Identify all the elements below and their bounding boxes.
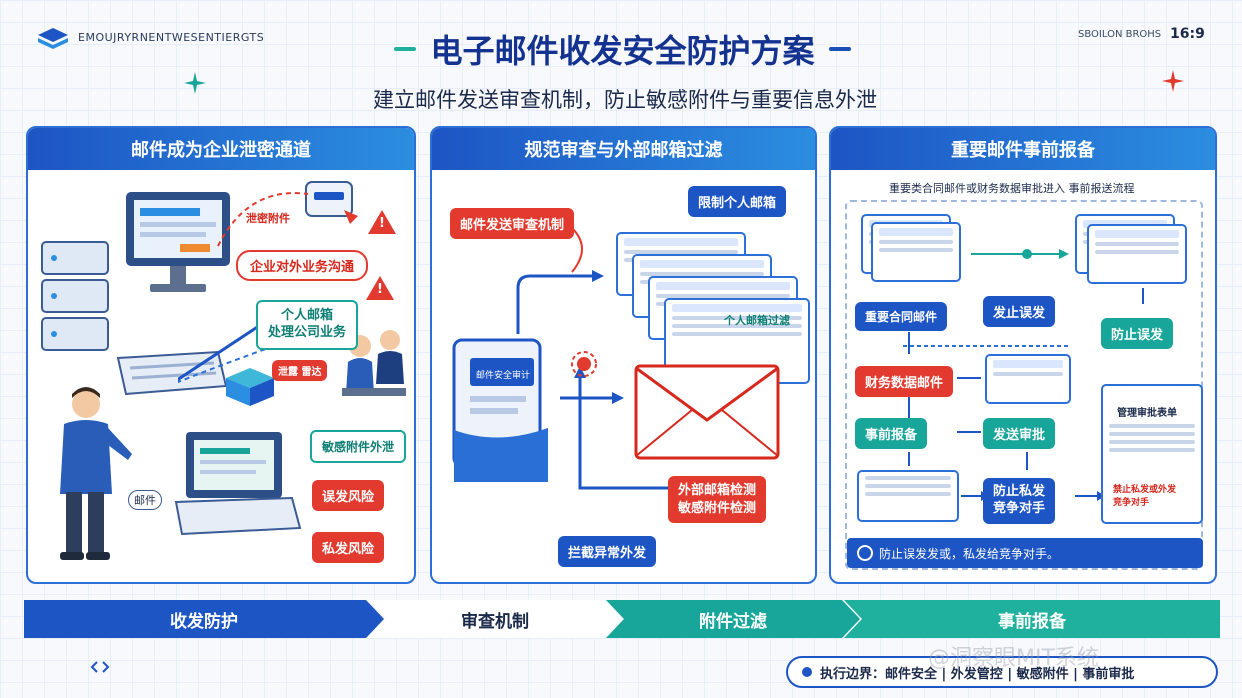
people-working-icon xyxy=(342,330,406,396)
review-mechanism-tag: 邮件发送审查机制 xyxy=(450,208,575,239)
title-row: 电子邮件收发安全防护方案 xyxy=(350,28,895,70)
intercept-tag: 拦截异常外发 xyxy=(558,536,657,567)
flow-step-4: 事前报备 xyxy=(844,600,1220,638)
warning-icon: ! xyxy=(368,210,396,234)
form-title: 管理审批表单 xyxy=(1117,408,1177,419)
flow-step-3: 附件过滤 xyxy=(606,600,860,638)
boundary-text: 执行边界：邮件安全 | 外发管控 | 敏感附件 | 事前审批 xyxy=(820,666,1135,682)
sparkle-icon xyxy=(184,72,206,94)
mail-doc-4 xyxy=(1087,224,1187,284)
limit-personal-tag: 限制个人邮箱 xyxy=(688,186,787,217)
watermark: @洞察眼MIT系统 xyxy=(928,646,1099,671)
code-bracket-icon xyxy=(90,661,110,673)
doc-label: 邮件安全审计 xyxy=(476,371,531,381)
sparkle-red-icon xyxy=(1162,70,1184,92)
panel3-note: 防止误发发或，私发给竞争对手。 xyxy=(847,538,1203,568)
leak-attachment-icon xyxy=(305,181,358,224)
panel3-title: 重要邮件事前报备 xyxy=(831,128,1215,170)
panel3-desc: 重要类合同邮件或财务数据审批进入 事前报送流程 xyxy=(889,182,1135,195)
approval-form: 管理审批表单 禁止私发或外发 竞争对手 xyxy=(1101,384,1203,524)
process-flow: 收发防护 审查机制 附件过滤 事前报备 xyxy=(24,600,1220,638)
execution-boundary: 执行边界：邮件安全 | 外发管控 | 敏感附件 | 事前审批 xyxy=(786,656,1218,688)
external-detect-tag: 外部邮箱检测 敏感附件检测 xyxy=(668,476,767,524)
leak-attachment-label: 泄密附件 xyxy=(246,212,290,225)
title-dash-left xyxy=(394,47,417,51)
personal-mailbox-label: 个人邮箱 处理公司业务 xyxy=(256,300,359,350)
finance-data-tag: 财务数据邮件 xyxy=(855,366,954,397)
package-icon xyxy=(226,368,274,406)
private-send-risk-tag: 私发风险 xyxy=(312,532,385,563)
sensitive-leak-tag: 敏感附件外泄 xyxy=(310,430,407,463)
panel-review-filter: 规范审查与外部邮箱过滤 邮件发送审查机制 限制个人邮箱 个人邮箱过滤 邮件安全审… xyxy=(430,126,817,584)
pre-report-tag: 事前报备 xyxy=(855,418,928,449)
p3-connectors xyxy=(903,249,1144,501)
laptop-mail-label: 邮件 xyxy=(128,490,162,510)
laptop-icon xyxy=(174,432,302,536)
person-standing-icon xyxy=(60,387,132,560)
unsafe-tag: 泄露 雷达 xyxy=(272,360,328,381)
aspect-ratio-label: 16:9 xyxy=(1170,26,1205,42)
brand-name: EMOUJRYRNENTWESENTIERGTS xyxy=(78,31,265,44)
mail-doc-2 xyxy=(871,222,961,282)
flow-arrows xyxy=(516,227,668,490)
flow-step-2: 审查机制 xyxy=(368,600,622,638)
prevent-mis-tag: 发止误发 xyxy=(983,296,1056,327)
approval-card xyxy=(985,354,1071,404)
header-right-text: SBOILON BROHS xyxy=(1078,29,1162,40)
record-card xyxy=(857,470,959,522)
info-icon xyxy=(857,545,873,561)
monitor-icon xyxy=(126,192,230,292)
brand-logo-icon xyxy=(38,28,68,49)
page-subtitle: 建立邮件发送审查机制，防止敏感附件与重要信息外泄 xyxy=(373,88,877,112)
external-comm-label: 企业对外业务沟通 xyxy=(236,250,369,281)
mis-send-risk-tag: 误发风险 xyxy=(312,480,385,511)
panel-leak-channel: 邮件成为企业泄密通道 邮件 xyxy=(26,126,416,584)
prevent-private-tag: 防止私发 竞争对手 xyxy=(983,478,1056,524)
important-contract-tag: 重要合同邮件 xyxy=(855,302,948,331)
boundary-dot-icon xyxy=(802,667,812,677)
flow-step-1: 收发防护 xyxy=(24,600,384,638)
alert-gear-icon xyxy=(571,351,597,377)
panel-pre-report: 重要邮件事前报备 重要类合同邮件或财务数据审批进入 事前报送流程 重要合同邮件 … xyxy=(829,126,1217,584)
panel1-title: 邮件成为企业泄密通道 xyxy=(28,128,414,170)
send-approval-tag: 发送审批 xyxy=(983,418,1056,449)
prevent-mis-send-tag: 防止误发 xyxy=(1101,318,1174,349)
warning-icon-2: ! xyxy=(366,276,394,300)
server-icon xyxy=(41,241,109,351)
page-title: 电子邮件收发安全防护方案 xyxy=(430,32,815,70)
form-red-note: 禁止私发或外发 竞争对手 xyxy=(1113,485,1177,508)
envelope-filter-text: 个人邮箱过滤 xyxy=(724,314,790,327)
envelope-icon xyxy=(634,364,780,460)
document-folder-icon xyxy=(452,338,548,482)
panel2-title: 规范审查与外部邮箱过滤 xyxy=(432,128,815,170)
panel3-note-text: 防止误发发或，私发给竞争对手。 xyxy=(879,546,1060,561)
title-dash-right xyxy=(828,47,851,51)
